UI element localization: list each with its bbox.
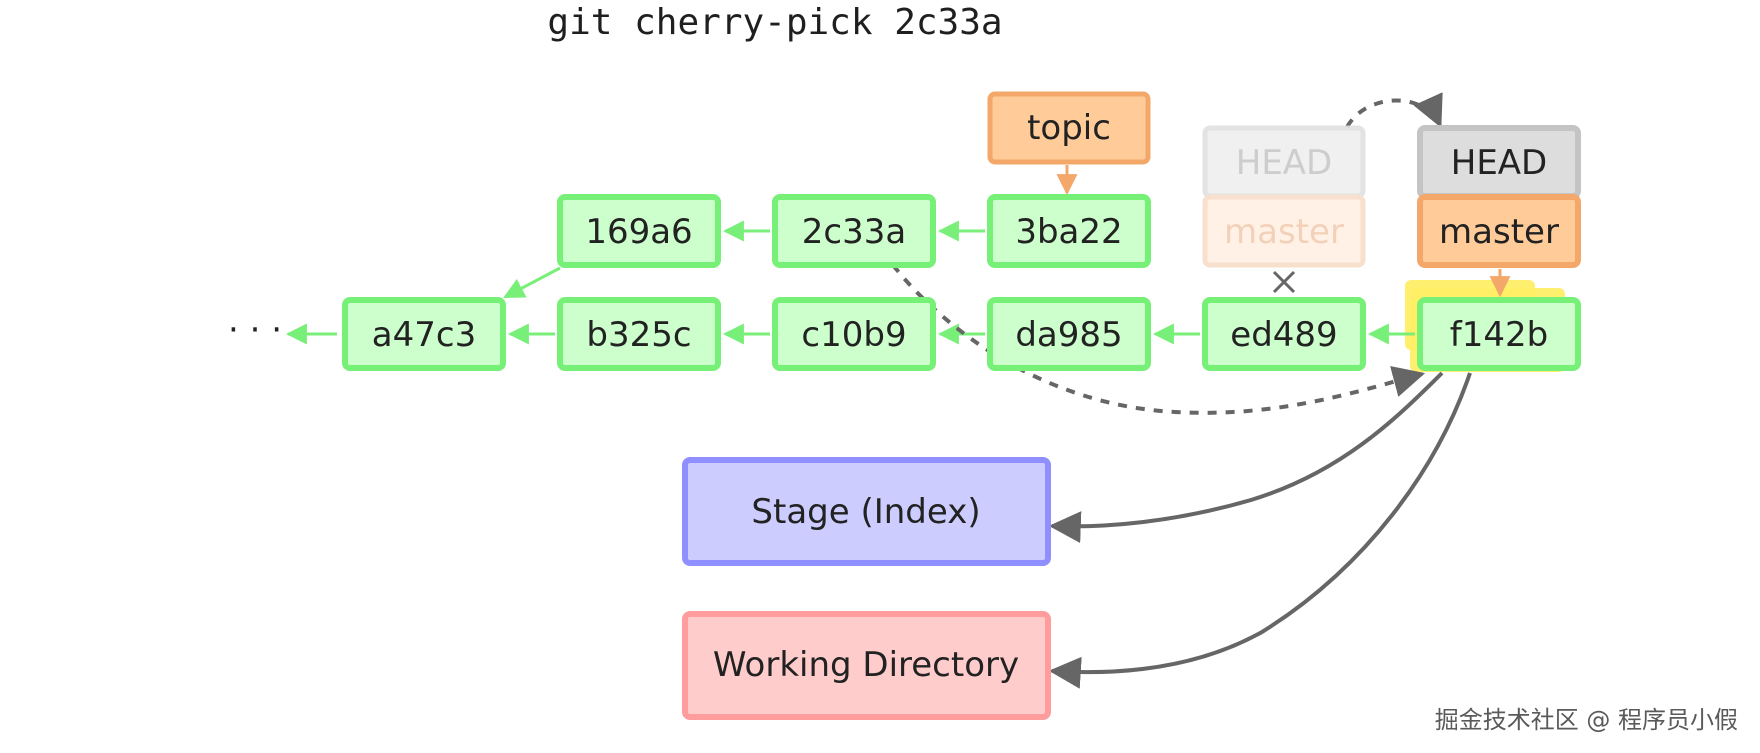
new-head-label: HEAD <box>1451 143 1548 183</box>
new-head-master-group: HEAD master <box>1417 125 1581 268</box>
command-title: git cherry-pick 2c33a <box>547 2 1002 43</box>
arrow-169a6-to-a47c3 <box>503 266 561 299</box>
commit-a47c3: a47c3 <box>342 297 506 371</box>
commit-b325c: b325c <box>557 297 721 371</box>
commit-parent-arrows <box>285 220 1415 345</box>
commit-label-2c33a: 2c33a <box>802 212 906 252</box>
arrow-to-working-directory <box>1048 372 1472 689</box>
arrow-to-stage <box>1048 371 1444 544</box>
commit-label-da985: da985 <box>1015 315 1122 355</box>
history-ellipsis: · · · <box>228 310 282 350</box>
old-master-label: master <box>1224 212 1344 252</box>
update-arrows <box>1048 371 1472 689</box>
topic-ref: topic <box>987 91 1151 165</box>
watermark-text: 掘金技术社区 @ 程序员小假 <box>1435 706 1738 734</box>
ref-arrows <box>1056 165 1511 298</box>
working-directory-label: Working Directory <box>713 645 1019 685</box>
cherry-pick-copy-arrow <box>891 263 1426 415</box>
commit-label-3ba22: 3ba22 <box>1015 212 1122 252</box>
head-move-arrow <box>1345 92 1443 129</box>
commit-ed489: ed489 <box>1202 297 1366 371</box>
stage-index-box: Stage (Index) <box>682 457 1051 566</box>
commit-label-ed489: ed489 <box>1230 315 1337 355</box>
working-directory-box: Working Directory <box>682 611 1051 720</box>
commit-label-c10b9: c10b9 <box>801 315 906 355</box>
commit-169a6: 169a6 <box>557 194 721 268</box>
old-head-master-group: HEAD master <box>1202 125 1366 268</box>
commit-f142b: f142b <box>1417 297 1581 371</box>
commit-c10b9: c10b9 <box>772 297 936 371</box>
commit-label-a47c3: a47c3 <box>372 315 476 355</box>
commit-label-b325c: b325c <box>586 315 691 355</box>
commit-3ba22: 3ba22 <box>987 194 1151 268</box>
stage-index-label: Stage (Index) <box>751 492 980 532</box>
dashed-arrows <box>891 92 1443 415</box>
topic-ref-label: topic <box>1027 108 1111 148</box>
commit-label-f142b: f142b <box>1450 315 1548 355</box>
new-master-label: master <box>1439 212 1559 252</box>
commit-da985: da985 <box>987 297 1151 371</box>
commit-label-169a6: 169a6 <box>585 212 692 252</box>
old-ref-cross-mark <box>1272 270 1296 294</box>
old-head-label: HEAD <box>1236 143 1333 183</box>
commit-2c33a: 2c33a <box>772 194 936 268</box>
